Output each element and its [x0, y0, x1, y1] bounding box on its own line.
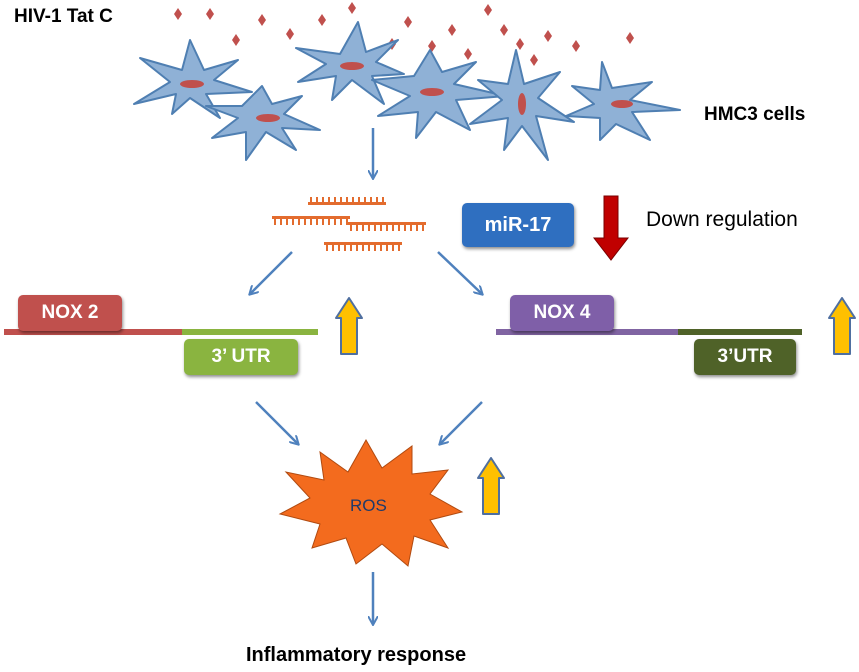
ros-label: ROS	[350, 496, 387, 515]
mirna-tooth	[386, 225, 388, 231]
down-regulation-label: Down regulation	[646, 208, 798, 231]
nox2-utr-box: 3’ UTR	[184, 339, 298, 375]
upregulation-arrows	[335, 297, 856, 515]
mirna-tooth	[316, 197, 318, 203]
nox4-box: NOX 4	[510, 295, 614, 331]
mirna-tooth	[392, 245, 394, 251]
stimulus-label: HIV-1 Tat C	[14, 6, 113, 27]
mirna-tooth	[358, 197, 360, 203]
ros-starburst	[278, 438, 464, 567]
nox2-up-arrow	[335, 297, 363, 355]
outcome-label: Inflammatory response	[246, 644, 467, 666]
tat-particles	[174, 2, 634, 66]
mirna-tooth	[380, 225, 382, 231]
mirna-tooth	[362, 225, 364, 231]
mirna-tooth	[316, 219, 318, 225]
mirna-tooth	[350, 245, 352, 251]
microglia-cell	[133, 39, 253, 119]
mirna-tooth	[310, 197, 312, 203]
hmc3-cells	[133, 21, 681, 161]
mirna-tooth	[404, 225, 406, 231]
ros-up-arrow	[477, 457, 505, 515]
nox4-up-arrow	[828, 297, 856, 355]
mirna-tooth	[352, 197, 354, 203]
mirna-tooth	[298, 219, 300, 225]
mirna-tooth	[322, 197, 324, 203]
mirna-tooth	[356, 245, 358, 251]
mirna-tooth	[334, 219, 336, 225]
nox2-box: NOX 2	[18, 295, 122, 331]
mirna-tooth	[374, 245, 376, 251]
mirna-box: miR-17	[462, 203, 574, 247]
mirna-tooth	[304, 219, 306, 225]
mirna-tooth	[374, 225, 376, 231]
mirna-tooth	[350, 225, 352, 231]
arrow-nox4-to-ros	[440, 401, 483, 444]
mirna-tooth	[398, 225, 400, 231]
mirna-tooth	[376, 197, 378, 203]
mirna-tooth	[368, 245, 370, 251]
mirna-tooth	[338, 245, 340, 251]
mirna-tooth	[328, 197, 330, 203]
mirna-tooth	[380, 245, 382, 251]
mirna-tooth	[328, 219, 330, 225]
mirna-tooth	[368, 225, 370, 231]
mirna-tooth	[386, 245, 388, 251]
mirna-tooth	[392, 225, 394, 231]
mirna-tooth	[292, 219, 294, 225]
arrow-mirna-to-nox2	[250, 251, 293, 294]
mirna-tooth	[398, 245, 400, 251]
mirna-tooth	[340, 197, 342, 203]
arrow-mirna-to-nox4	[437, 251, 482, 294]
flow-arrows	[250, 128, 482, 624]
mirna-tooth	[346, 219, 348, 225]
nox2-gene-bar	[4, 329, 182, 335]
mirna-tooth	[410, 225, 412, 231]
mirna-strands	[272, 197, 426, 251]
mirna-tooth	[286, 219, 288, 225]
mirna-tooth	[370, 197, 372, 203]
nox4-utr-bar	[678, 329, 802, 335]
mirna-tooth	[340, 219, 342, 225]
mirna-tooth	[356, 225, 358, 231]
mirna-tooth	[344, 245, 346, 251]
mirna-tooth	[362, 245, 364, 251]
mirna-tooth	[332, 245, 334, 251]
cell-nuclei	[180, 62, 633, 122]
arrow-nox2-to-ros	[255, 401, 298, 444]
mirna-tooth	[326, 245, 328, 251]
mirna-tooth	[382, 197, 384, 203]
mirna-tooth	[346, 197, 348, 203]
mirna-tooth	[274, 219, 276, 225]
mirna-tooth	[280, 219, 282, 225]
microglia-cell	[205, 85, 321, 161]
cells-label: HMC3 cells	[704, 104, 806, 125]
mirna-tooth	[364, 197, 366, 203]
nox4-gene-bar	[496, 329, 678, 335]
mirna-tooth	[416, 225, 418, 231]
nox2-utr-bar	[182, 329, 318, 335]
mirna-tooth	[310, 219, 312, 225]
nox4-utr-box: 3’UTR	[694, 339, 796, 375]
mirna-tooth	[322, 219, 324, 225]
mirna-tooth	[334, 197, 336, 203]
mirna-tooth	[422, 225, 424, 231]
down-regulation-arrow	[592, 195, 630, 261]
